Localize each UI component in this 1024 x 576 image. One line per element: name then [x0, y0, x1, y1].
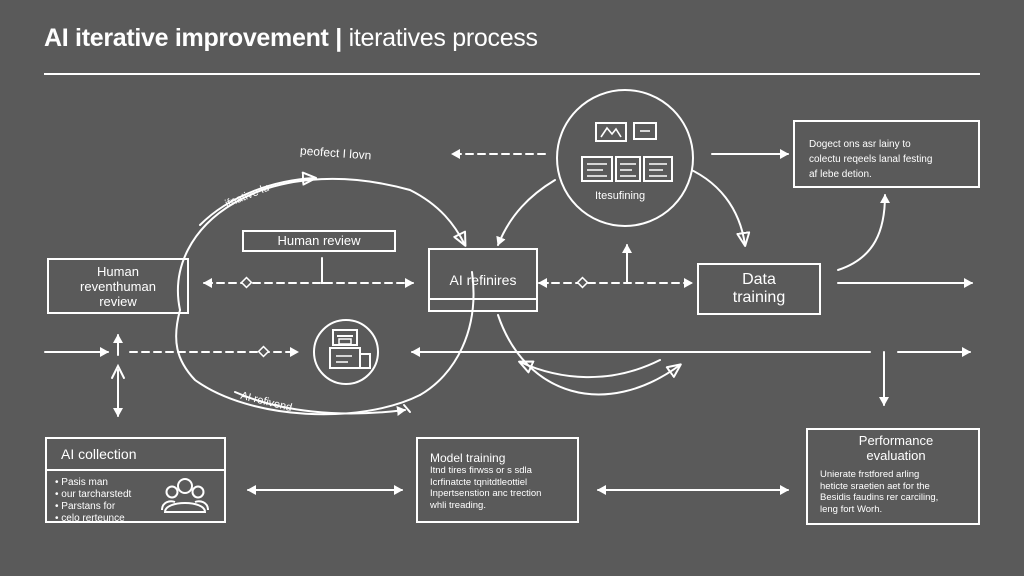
title-subtitle: iteratives process [348, 24, 538, 52]
model-training-box: Model training Itnd tires firwss or s sd… [416, 437, 579, 523]
human-review-left-label: Human reventhuman review [80, 263, 156, 309]
performance-evaluation-text: Unierate frstfored arling heticte sraeti… [820, 469, 939, 515]
model-training-text: Itnd tires firwss or s sdla Icrfinatcte … [430, 465, 542, 511]
people-group-icon [161, 478, 209, 513]
connector-review-down [321, 257, 331, 284]
human-review-top-label: Human review [277, 233, 361, 248]
human-review-left-box: Human reventhuman review [47, 258, 189, 314]
robot-icon [313, 319, 379, 385]
top-right-note-box: Dogect ons asr lainy to colectu reqeels … [793, 120, 980, 188]
arc-to-ai-refinires [496, 179, 556, 246]
performance-evaluation-title: Performance evaluation [858, 433, 934, 463]
node-diamond-1 [240, 276, 253, 289]
layout-icon [581, 122, 673, 182]
performance-evaluation-box: Performance evaluation Unierate frstfore… [806, 428, 980, 525]
ai-refinires-label: AI refinires [449, 272, 517, 288]
ai-collection-bullet: our tarcharstedt [55, 489, 131, 501]
ai-collection-bullet: Parstans for [55, 501, 131, 513]
arc-to-note [837, 194, 890, 271]
data-training-box: Data training [697, 263, 821, 315]
small-tick [403, 404, 411, 413]
image-icon [595, 122, 627, 142]
cycle-arc-right-loop [497, 314, 682, 396]
ai-collection-box: AI collection Pasis man our tarcharstedt… [45, 437, 226, 525]
title-separator: | [335, 24, 342, 52]
ai-refinires-divider [430, 298, 536, 300]
cycle-arc-bottom [175, 309, 421, 416]
ai-collection-bullets: Pasis man our tarcharstedt Parstans for … [55, 477, 131, 525]
title-divider [44, 73, 980, 75]
top-right-note-text: Dogect ons asr lainy to colectu reqeels … [809, 139, 933, 180]
return-arc-lower [518, 359, 661, 379]
cycle-arc-top [177, 177, 467, 311]
node-diamond-2 [576, 276, 589, 289]
ai-collection-title-rule [47, 469, 224, 471]
ai-collection-bullet: celo rerteunce [55, 513, 131, 525]
cycle-arc-right [419, 271, 475, 396]
title-main: AI iterative improvement [44, 24, 329, 52]
page-title: AI iterative improvement | iteratives pr… [44, 24, 538, 53]
ai-collection-title: AI collection [61, 446, 137, 462]
inner-arc-bottom [234, 391, 406, 416]
node-diamond-3 [257, 345, 270, 358]
model-training-title: Model training [430, 451, 506, 465]
iteration-circle-label: Itesufining [595, 190, 646, 202]
data-training-label: Data training [732, 271, 786, 306]
human-review-top-box: Human review [242, 230, 396, 252]
ai-refinires-box: AI refinires [428, 248, 538, 312]
arrow-vertical-mid [111, 363, 125, 379]
inner-arc-top [199, 171, 317, 226]
ai-collection-bullet: Pasis man [55, 477, 131, 489]
